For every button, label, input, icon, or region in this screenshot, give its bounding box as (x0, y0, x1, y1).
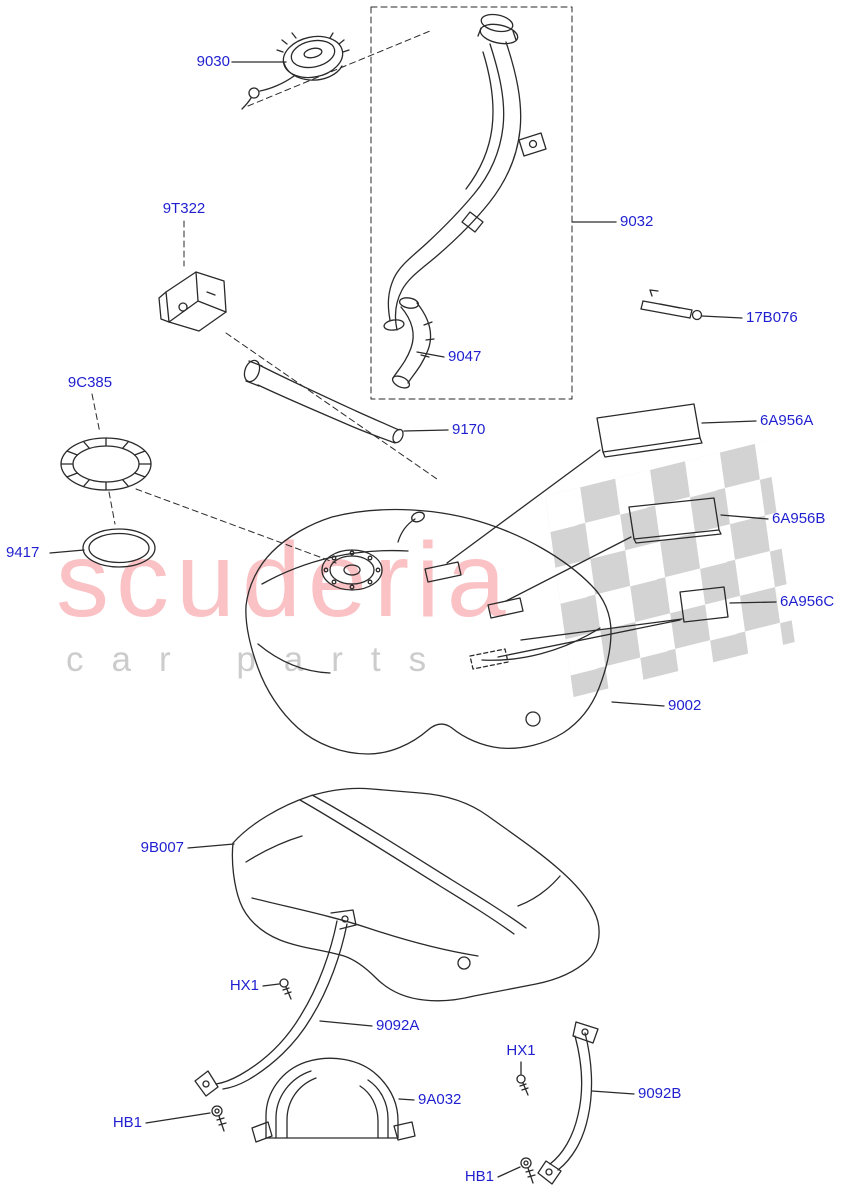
seal-ring-9417-drawing (82, 528, 156, 568)
fuel-tank-drawing (245, 508, 612, 755)
hose-9170-drawing (243, 359, 404, 444)
leader-9A032 (398, 1098, 415, 1101)
watermark-brand-text: scuderia (56, 521, 513, 639)
dashed-leader-bracket-to-tank (225, 332, 438, 480)
leader-9170 (403, 429, 449, 432)
leader-6A956B (720, 514, 769, 520)
part-label-9T322[interactable]: 9T322 (162, 200, 206, 217)
watermark-subtitle-text: car parts (66, 640, 455, 679)
bolt-HX1-right-drawing (516, 1074, 529, 1096)
lock-ring-9C385-drawing (60, 437, 152, 491)
part-label-9092B[interactable]: 9092B (638, 1085, 682, 1102)
leader-HB1-left (145, 1112, 211, 1124)
fuel-cap-drawing (241, 32, 350, 110)
part-label-HB1-left[interactable]: HB1 (112, 1114, 142, 1131)
leader-17B076 (701, 315, 743, 319)
strap-9092A-drawing (194, 909, 357, 1097)
pad-c-locator-line-2 (497, 619, 681, 658)
part-label-6A956B[interactable]: 6A956B (772, 510, 826, 527)
heat-shield-drawing (251, 1057, 416, 1143)
leader-9002 (611, 701, 665, 707)
part-label-9092A[interactable]: 9092A (376, 1017, 420, 1034)
dashed-leader-cap-to-box (247, 30, 431, 107)
part-label-9A032[interactable]: 9A032 (418, 1091, 462, 1108)
part-label-HX1-left[interactable]: HX1 (229, 977, 259, 994)
part-label-9002[interactable]: 9002 (668, 697, 702, 714)
leader-9092B (591, 1090, 635, 1095)
pad-b-locator-line (505, 536, 632, 602)
dashed-leader-9C385 (91, 393, 101, 434)
dashed-ring-to-tank (135, 488, 337, 564)
leader-9417 (49, 549, 85, 554)
bracket-9T322-drawing (158, 271, 227, 332)
leader-6A956C (729, 601, 777, 604)
leader-9092A (319, 1020, 373, 1027)
bolt-HB1-right-drawing (520, 1157, 536, 1184)
leader-9047 (416, 351, 445, 358)
hose-9047-drawing (391, 297, 435, 389)
clip-17B076-drawing (640, 289, 703, 321)
leader-HB1-right (497, 1166, 521, 1178)
part-label-17B076[interactable]: 17B076 (746, 309, 798, 326)
part-label-HX1-right[interactable]: HX1 (506, 1042, 536, 1059)
part-label-9C385[interactable]: 9C385 (67, 374, 113, 391)
detail-box (370, 6, 573, 400)
bolt-HX1-left-drawing (279, 978, 292, 1000)
part-label-6A956C[interactable]: 6A956C (780, 593, 835, 610)
bolt-HB1-left-drawing (211, 1105, 227, 1132)
strap-9092B-drawing (537, 1021, 599, 1185)
part-label-9030[interactable]: 9030 (196, 53, 230, 70)
filler-pipe-drawing (383, 13, 547, 331)
dashed-ring-to-seal (108, 491, 116, 525)
part-label-9170[interactable]: 9170 (452, 421, 486, 438)
part-label-6A956A[interactable]: 6A956A (760, 412, 814, 429)
part-label-9417[interactable]: 9417 (6, 544, 40, 561)
part-label-9B007[interactable]: 9B007 (140, 839, 184, 856)
pad-a-locator-line (446, 449, 601, 564)
part-label-HB1-right[interactable]: HB1 (464, 1168, 494, 1185)
part-label-9032[interactable]: 9032 (620, 213, 654, 230)
leader-HX1-left (262, 983, 280, 987)
leader-9B007 (187, 843, 235, 849)
pad-c-locator-line-1 (520, 618, 683, 641)
foam-pads-drawing (596, 403, 729, 623)
tank-shield-drawing (231, 787, 600, 1002)
part-label-9047[interactable]: 9047 (448, 348, 482, 365)
leader-6A956A (701, 420, 757, 424)
